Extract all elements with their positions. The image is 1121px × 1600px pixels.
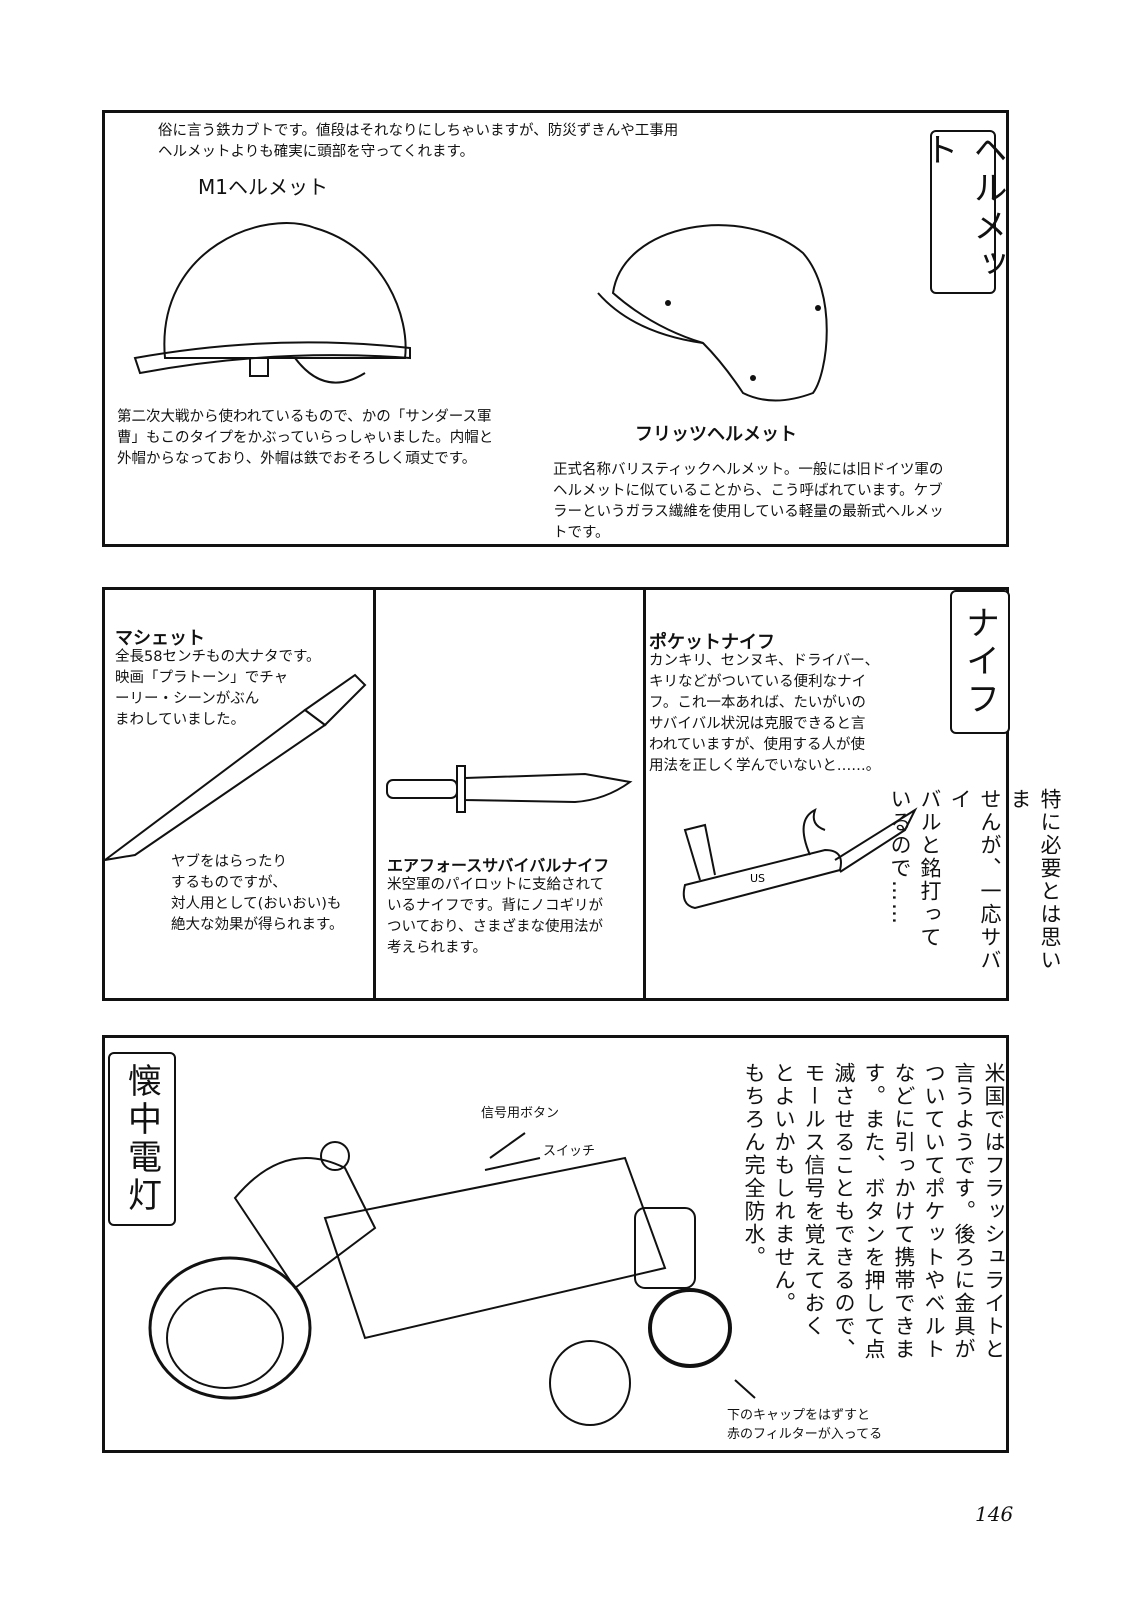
panel-divider <box>373 590 376 1000</box>
m1-helmet-illustration <box>133 222 411 384</box>
us-engraving: US <box>750 872 765 885</box>
flashlight-scroll-title: 懐中電灯 <box>108 1052 176 1226</box>
helmet-scroll-title: ヘルメット <box>918 130 1007 294</box>
helmet-panel: 俗に言う鉄カブトです。値段はそれなりにしちゃいますが、防災ずきんや工事用 ヘルメ… <box>102 110 1009 547</box>
helmet-intro: 俗に言う鉄カブトです。値段はそれなりにしちゃいますが、防災ずきんや工事用 ヘルメ… <box>158 123 679 160</box>
flashlight-panel: 信号用ボタン スイッチ 下のキャップをはずすと 赤のフィルターが入ってる 米国で… <box>102 1035 1009 1453</box>
knife-side-note: 特に必要とは思いま せんが、一応サバイ バルと銘打って いるので…… <box>888 788 1062 972</box>
airforce-knife-description: 米空軍のパイロットに支給されて いるナイフです。背にノコギリが ついており、さま… <box>387 877 605 956</box>
fritz-helmet-description: 正式名称バリスティックヘルメット。一般には旧ドイツ軍の ヘルメットに似ていること… <box>553 462 944 541</box>
airforce-knife-illustration <box>386 765 633 813</box>
panel-divider <box>643 590 646 1000</box>
knife-scroll-title: ナイフ <box>950 590 1010 734</box>
fritz-helmet-title: フリッツヘルメット <box>635 424 797 445</box>
m1-helmet-title: M1ヘルメット <box>198 175 328 199</box>
pocket-knife-title: ポケットナイフ <box>649 632 775 653</box>
machete-description: 全長58センチもの大ナタです。 映画「プラトーン」でチャ ーリー・シーンがぶん … <box>115 649 321 728</box>
page-number: 146 <box>975 1502 1014 1526</box>
knife-panel: マシェット 全長58センチもの大ナタです。 映画「プラトーン」でチャ ーリー・シ… <box>102 587 1062 1001</box>
pocket-knife-description: カンキリ、センヌキ、ドライバー、 キリなどがついている便利なナイ フ。これ一本あ… <box>649 653 881 774</box>
flashlight-illustration <box>148 1132 756 1426</box>
switch-label: スイッチ <box>543 1144 596 1159</box>
machete-title: マシェット <box>115 628 205 649</box>
m1-helmet-description: 第二次大戦から使われているもので、かの「サンダース軍 曹」もこのタイプをかぶって… <box>117 409 494 467</box>
machete-note: ヤブをはらったり するものですが、 対人用として(おいおい)も 絶大な効果が得ら… <box>171 854 344 933</box>
pocket-knife-illustration: US <box>682 807 918 910</box>
signal-button-label: 信号用ボタン <box>481 1106 560 1121</box>
fritz-helmet-illustration <box>597 224 828 402</box>
airforce-knife-title: エアフォースサバイバルナイフ <box>387 856 610 875</box>
machete-illustration <box>104 673 367 861</box>
flashlight-description: 米国ではフラッシュライトと 言うようです。後ろに金具が ついていてポケットやベル… <box>742 1062 1006 1361</box>
cap-note: 下のキャップをはずすと 赤のフィルターが入ってる <box>727 1408 883 1442</box>
